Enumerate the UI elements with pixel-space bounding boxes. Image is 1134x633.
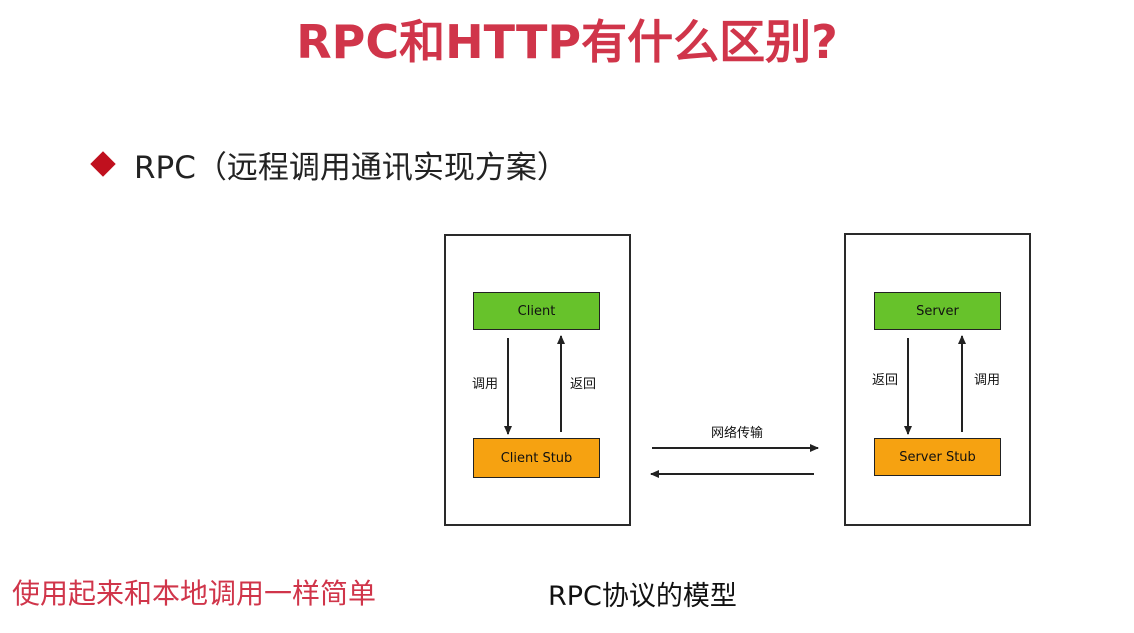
server-box: Server — [874, 292, 1001, 330]
server-call-label: 调用 — [974, 373, 1001, 388]
client-stub-box: Client Stub — [473, 438, 600, 478]
client-box: Client — [473, 292, 600, 330]
diagram-caption: RPC协议的模型 — [548, 581, 737, 612]
bullet-text: RPC（远程调用通讯实现方案） — [134, 149, 568, 186]
summary-text: 使用起来和本地调用一样简单 — [12, 577, 377, 610]
network-label: 网络传输 — [711, 426, 764, 441]
page-title: RPC和HTTP有什么区别? — [296, 15, 838, 69]
server-stub-box: Server Stub — [874, 438, 1001, 476]
client-return-label: 返回 — [570, 377, 597, 392]
client-call-label: 调用 — [472, 377, 499, 392]
bullet-row: RPC（远程调用通讯实现方案） — [88, 142, 568, 186]
server-return-label: 返回 — [872, 373, 899, 388]
server-frame — [844, 233, 1031, 526]
